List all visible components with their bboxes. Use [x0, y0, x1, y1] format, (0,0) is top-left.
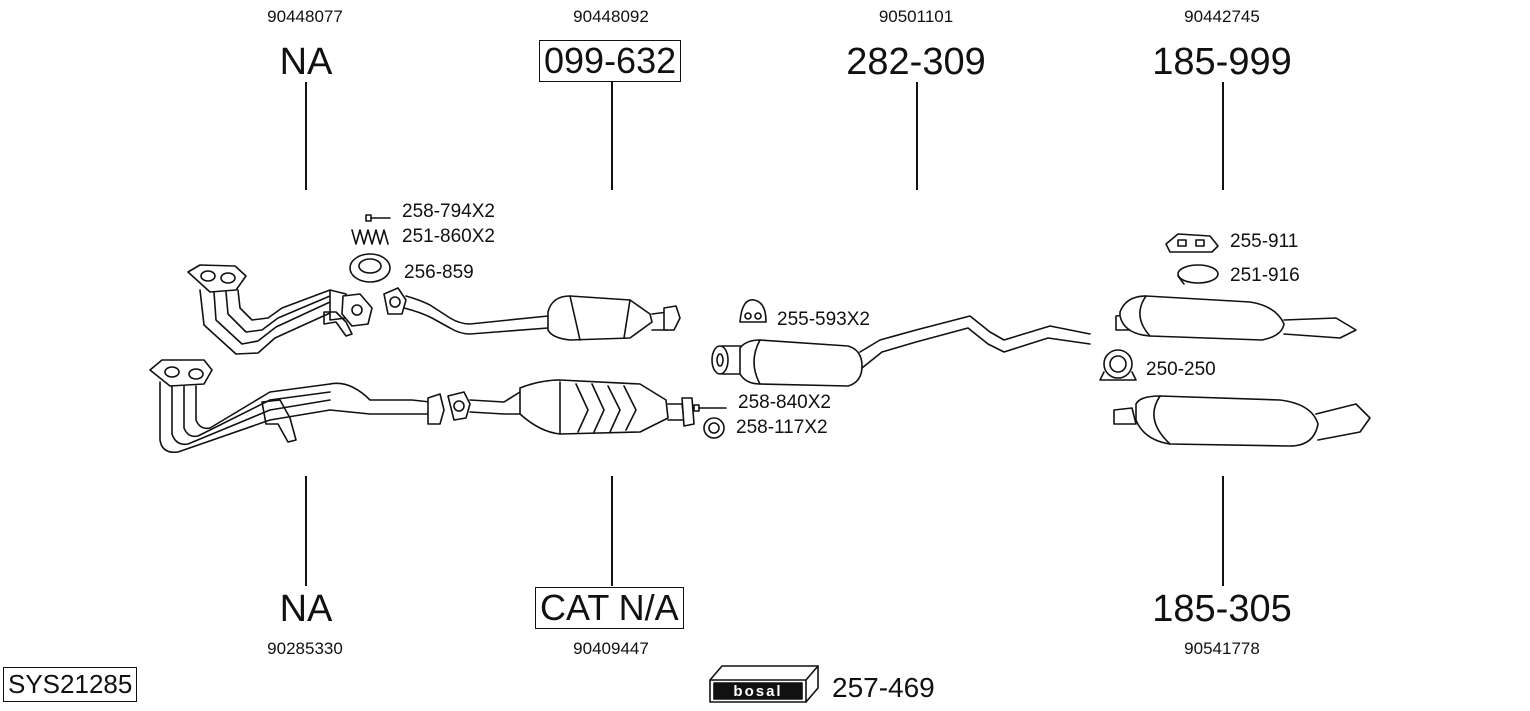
leader-line-col2-bottom: [611, 476, 613, 586]
part-number-col1-top[interactable]: NA: [279, 41, 333, 83]
accessory-label-bolt[interactable]: 258-794X2: [402, 201, 495, 222]
bracket-icon[interactable]: [1165, 233, 1219, 253]
part-number-col1-bottom[interactable]: NA: [279, 588, 333, 630]
bolt-icon[interactable]: [365, 214, 391, 222]
accessory-label-bolt2[interactable]: 258-840X2: [738, 392, 831, 413]
accessory-label-spring[interactable]: 251-860X2: [402, 226, 495, 247]
bosal-logo-box[interactable]: [709, 665, 819, 703]
leader-line-col4-top: [1222, 82, 1224, 190]
part-number-col2-bottom[interactable]: CAT N/A: [535, 587, 684, 629]
system-id: SYS21285: [3, 667, 138, 702]
front-pipe-upper[interactable]: [383, 287, 549, 335]
catalytic-converter-lower[interactable]: [447, 379, 695, 435]
spring-icon[interactable]: [351, 229, 389, 245]
clamp-small-icon[interactable]: [1177, 264, 1219, 285]
oem-number-col1-top: 90448077: [267, 7, 343, 26]
leader-line-col1-top: [305, 82, 307, 190]
accessory-label-rubber-mount[interactable]: 255-593X2: [777, 309, 870, 330]
rear-silencer-upper[interactable]: [1115, 295, 1357, 341]
brand-part-number[interactable]: 257-469: [832, 672, 935, 703]
bosal-logo-text: bosal: [733, 683, 782, 700]
exhaust-manifold-lower[interactable]: [149, 359, 445, 454]
leader-line-col1-bottom: [305, 476, 307, 586]
rubber-mount-icon[interactable]: [739, 299, 767, 323]
rear-silencer-lower[interactable]: [1113, 395, 1371, 447]
part-number-col3-top[interactable]: 282-309: [846, 41, 986, 83]
accessory-label-clamp-small[interactable]: 251-916: [1230, 265, 1300, 286]
ring2-icon[interactable]: [703, 417, 725, 439]
oem-number-col2-bottom: 90409447: [573, 639, 649, 658]
exhaust-manifold-upper[interactable]: [187, 264, 373, 355]
oem-number-col1-bottom: 90285330: [267, 639, 343, 658]
leader-line-col3-top: [916, 82, 918, 190]
leader-line-col2-top: [611, 82, 613, 190]
oem-number-col4-top: 90442745: [1184, 7, 1260, 26]
catalytic-converter-upper[interactable]: [547, 295, 681, 341]
part-number-col4-bottom[interactable]: 185-305: [1152, 588, 1292, 630]
clamp-icon[interactable]: [1099, 349, 1137, 381]
accessory-label-clamp[interactable]: 250-250: [1146, 359, 1216, 380]
part-number-col2-top[interactable]: 099-632: [539, 40, 682, 82]
accessory-label-ring2[interactable]: 258-117X2: [736, 417, 828, 438]
oem-number-col2-top: 90448092: [573, 7, 649, 26]
leader-line-col4-bottom: [1222, 476, 1224, 586]
accessory-label-gasket-ring[interactable]: 256-859: [404, 262, 474, 283]
centre-silencer[interactable]: [711, 315, 1091, 387]
gasket-ring-icon[interactable]: [349, 253, 391, 283]
bolt2-icon[interactable]: [693, 404, 727, 412]
part-number-col4-top[interactable]: 185-999: [1152, 41, 1292, 83]
oem-number-col3-top: 90501101: [878, 7, 954, 26]
accessory-label-bracket[interactable]: 255-911: [1230, 231, 1299, 252]
oem-number-col4-bottom: 90541778: [1184, 639, 1260, 658]
